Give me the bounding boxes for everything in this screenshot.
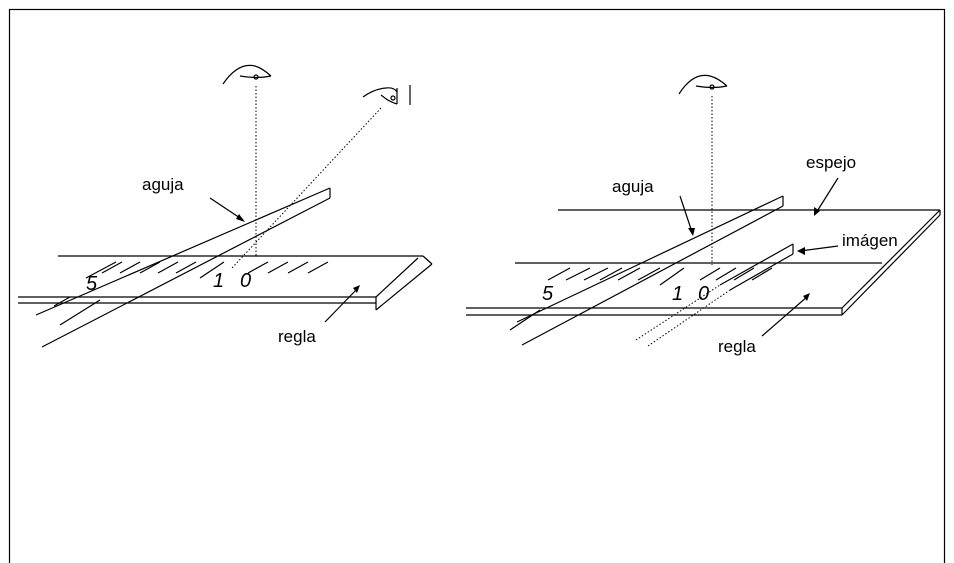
oblique-sight-line	[231, 107, 382, 269]
scale-digit-1: 1	[213, 270, 224, 292]
mirror	[558, 209, 941, 316]
eye-icon	[222, 64, 272, 85]
right-diagram: 5 1 0 aguja espejo imágen regla	[466, 74, 941, 356]
label-imagen: imágen	[842, 231, 898, 250]
figure-frame	[8, 8, 946, 563]
scale-digit-5: 5	[86, 273, 98, 295]
left-diagram: 5 1 0 aguja regla	[18, 64, 433, 348]
label-aguja: aguja	[612, 177, 654, 196]
arrow-regla	[761, 295, 809, 337]
ruler-ticks	[509, 267, 773, 331]
label-espejo: espejo	[806, 153, 856, 172]
arrow-regla	[324, 287, 359, 323]
arrow-aguja	[209, 197, 244, 221]
needle-image	[635, 243, 794, 347]
needle	[516, 195, 784, 346]
scale-digit-0: 0	[698, 283, 709, 305]
arrow-aguja	[679, 195, 693, 233]
scale-digit-0: 0	[240, 270, 251, 292]
ruler	[18, 255, 433, 311]
scale-digit-1: 1	[672, 283, 683, 305]
ruler-ticks	[53, 261, 329, 326]
label-regla: regla	[718, 337, 756, 356]
arrow-espejo	[815, 177, 839, 214]
scale-digit-5: 5	[542, 283, 554, 305]
arrow-imagen	[799, 245, 839, 252]
eye-icon	[678, 74, 728, 95]
eye-icon	[362, 85, 411, 105]
label-regla: regla	[278, 327, 316, 346]
label-aguja: aguja	[142, 175, 184, 194]
ruler	[466, 262, 882, 316]
needle	[35, 187, 331, 348]
